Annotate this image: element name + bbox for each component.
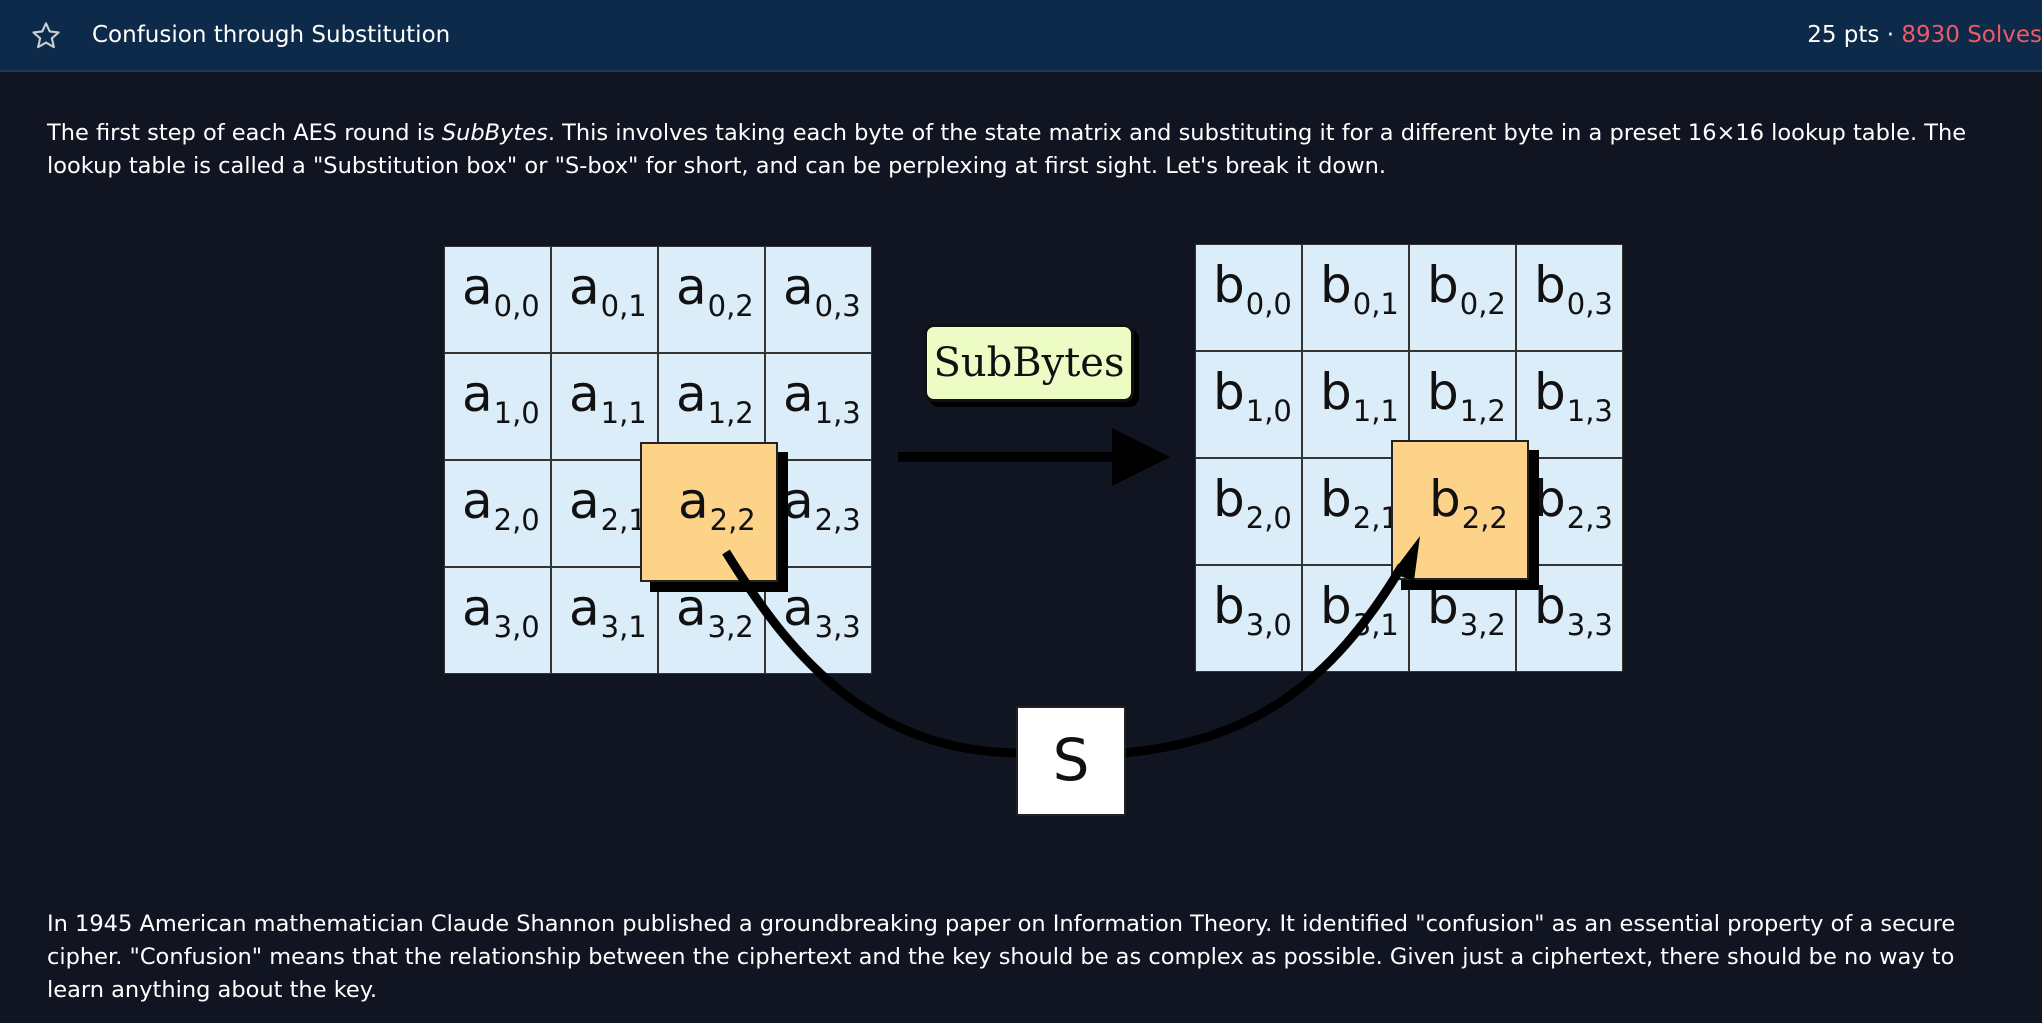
output-cell-3-3 [1516, 565, 1623, 672]
output-cell-label-1-0: b1,0 [1213, 363, 1292, 428]
output-cell-label-0-3: b0,3 [1534, 256, 1613, 321]
input-highlighted-cell [640, 442, 778, 582]
output-cell-0-2 [1409, 244, 1516, 351]
input-cell-0-2 [658, 246, 765, 353]
sbox-arrow-layer [722, 536, 1420, 758]
sbox-box: S [1016, 706, 1126, 816]
input-cell-label-0-3: a0,3 [783, 258, 861, 323]
input-cell-0-1 [551, 246, 658, 353]
star-icon[interactable] [30, 20, 62, 52]
solves-count[interactable]: 8930 Solves [1901, 22, 2042, 48]
input-cell-1-0 [444, 353, 551, 460]
output-cell-0-0 [1195, 244, 1302, 351]
input-cell-label-3-0: a3,0 [462, 579, 540, 644]
output-cell-label-3-0: b3,0 [1213, 577, 1292, 642]
intro-text-end: . This involves taking each byte of the … [47, 120, 1967, 179]
input-cell-0-3 [765, 246, 872, 353]
sbox-output-arrowhead [1392, 536, 1420, 581]
output-cell-3-0 [1195, 565, 1302, 672]
output-cell-2-0 [1195, 458, 1302, 565]
input-cell-3-0 [444, 567, 551, 674]
output-cell-3-1 [1302, 565, 1409, 672]
output-cell-label-1-2: b1,2 [1427, 363, 1506, 428]
output-cell-label-2-0: b2,0 [1213, 470, 1292, 535]
input-cell-label-3-3: a3,3 [783, 579, 861, 644]
input-cell-label-2-1: a2,1 [569, 472, 647, 537]
input-cell-1-3 [765, 353, 872, 460]
subbytes-arrowhead [1112, 428, 1170, 486]
input-cell-label-0-1: a0,1 [569, 258, 647, 323]
input-cell-0-0 [444, 246, 551, 353]
output-cell-1-0 [1195, 351, 1302, 458]
input-cell-label-0-0: a0,0 [462, 258, 540, 323]
output-cell-label-3-3: b3,3 [1534, 577, 1613, 642]
input-cell-3-1 [551, 567, 658, 674]
output-cell-0-1 [1302, 244, 1409, 351]
output-cell-label-2-3: b2,3 [1534, 470, 1613, 535]
sbox-output-curve [1121, 563, 1406, 758]
input-cell-label-1-1: a1,1 [569, 365, 647, 430]
intro-text-start: The first step of each AES round is [47, 120, 442, 146]
output-cell-1-3 [1516, 351, 1623, 458]
diagram-arrows [898, 428, 1170, 486]
challenge-meta: 25 pts · 8930 Solves [1807, 22, 2042, 48]
input-cell-label-1-3: a1,3 [783, 365, 861, 430]
output-cell-label-1-3: b1,3 [1534, 363, 1613, 428]
input-cell-label-3-1: a3,1 [569, 579, 647, 644]
output-cell-label-0-2: b0,2 [1427, 256, 1506, 321]
input-highlighted-label: a2,2 [678, 472, 756, 537]
input-cell-label-0-2: a0,2 [676, 258, 754, 323]
input-cell-label-2-3: a2,3 [783, 472, 861, 537]
points-label: 25 pts [1807, 22, 1880, 48]
output-cell-0-3 [1516, 244, 1623, 351]
subbytes-label-box: SubBytes [924, 324, 1134, 402]
output-cell-label-1-1: b1,1 [1320, 363, 1399, 428]
sbox-input-curve [722, 549, 1021, 758]
input-cell-label-1-0: a1,0 [462, 365, 540, 430]
history-paragraph: In 1945 American mathematician Claude Sh… [47, 911, 1956, 1003]
subbytes-diagram: a0,0 a0,1 a0,2 a0,3 a1,0 a1,1 a1,2 a1,3 a2,0 a2,1… [430, 236, 1630, 826]
input-cell-label-1-2: a1,2 [676, 365, 754, 430]
meta-separator: · [1886, 22, 1895, 48]
intro-paragraph: The first step of each AES round is SubB… [47, 117, 2007, 183]
output-highlighted-cell [1391, 440, 1529, 580]
input-cell-2-0 [444, 460, 551, 567]
input-cell-label-2-0: a2,0 [462, 472, 540, 537]
challenge-title[interactable]: Confusion through Substitution [92, 22, 451, 48]
output-highlighted-label: b2,2 [1429, 470, 1508, 535]
challenge-header: Confusion through Substitution 25 pts · … [0, 0, 2042, 72]
output-cell-label-0-1: b0,1 [1320, 256, 1399, 321]
output-cell-label-0-0: b0,0 [1213, 256, 1292, 321]
intro-emphasis: SubBytes [441, 120, 548, 146]
